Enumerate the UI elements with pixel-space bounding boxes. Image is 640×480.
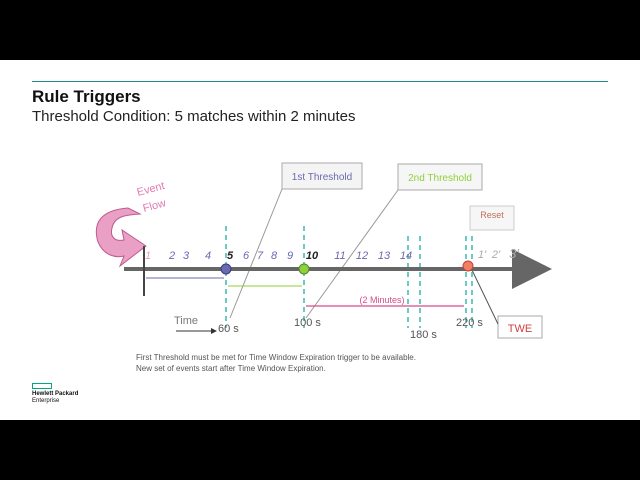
note-2: New set of events start after Time Windo… <box>136 364 326 373</box>
event-flow-arrow-icon <box>96 207 147 268</box>
twe-label: TWE <box>508 323 532 335</box>
two-minute-window-label: (2 Minutes) <box>359 295 404 305</box>
twe-marker <box>462 260 474 272</box>
header-divider <box>32 81 608 82</box>
slide-subtitle: Threshold Condition: 5 matches within 2 … <box>32 108 356 125</box>
tick-100s: 100 s <box>294 317 321 329</box>
event-count-4: 4 <box>205 250 211 262</box>
event-count-13: 13 <box>378 250 391 262</box>
logo-mark-icon <box>32 383 52 389</box>
reset-count-labels: 1' 2' 3' <box>478 246 519 261</box>
tick-60s: 60 s <box>218 323 239 335</box>
event-count-5: 5 <box>227 250 234 262</box>
event-count-9: 9 <box>287 250 293 262</box>
event-count-6: 6 <box>243 250 250 262</box>
slide: Rule Triggers Threshold Condition: 5 mat… <box>0 60 640 420</box>
event-count-2: 2 <box>168 250 175 262</box>
threshold2-callout-box <box>397 163 483 191</box>
logo-text-line-1: Hewlett Packard <box>32 391 79 397</box>
logo-text-line-2: Enterprise <box>32 398 60 404</box>
threshold1-callout-box <box>281 162 363 190</box>
threshold1-pointer <box>229 188 283 319</box>
event-count-14: 14 <box>400 250 412 262</box>
threshold2-marker <box>298 263 310 275</box>
reset-box <box>469 205 515 231</box>
event-count-10: 10 <box>306 250 319 262</box>
time-label: Time <box>174 315 198 327</box>
company-logo: Hewlett Packard Enterprise <box>32 383 78 405</box>
reset-count-3: 3' <box>509 246 519 261</box>
event-count-8: 8 <box>271 250 278 262</box>
slide-title: Rule Triggers <box>32 87 141 106</box>
threshold2-pointer <box>305 189 399 319</box>
event-count-7: 7 <box>257 250 264 262</box>
twe-pointer <box>471 269 499 325</box>
twe-box <box>497 315 543 339</box>
event-count-1: 1 <box>145 250 151 262</box>
threshold2-callout: 2nd Threshold <box>408 173 472 184</box>
reset-count-2: 2' <box>491 249 501 261</box>
tick-220s: 220 s <box>456 317 483 329</box>
event-flow-label-1: Event <box>136 180 166 199</box>
event-count-11: 11 <box>334 250 345 262</box>
tick-180s: 180 s <box>410 329 437 341</box>
threshold1-callout: 1st Threshold <box>292 172 352 183</box>
reset-count-1: 1' <box>478 249 487 261</box>
threshold1-marker <box>220 263 232 275</box>
event-flow-label-2: Flow <box>142 197 168 215</box>
threshold-diagram: Event Flow 1st Threshold 2nd Threshold R… <box>96 162 552 373</box>
reset-label: Reset <box>480 210 504 220</box>
event-count-12: 12 <box>356 250 368 262</box>
event-count-3: 3 <box>183 250 190 262</box>
note-1: First Threshold must be met for Time Win… <box>136 353 416 362</box>
